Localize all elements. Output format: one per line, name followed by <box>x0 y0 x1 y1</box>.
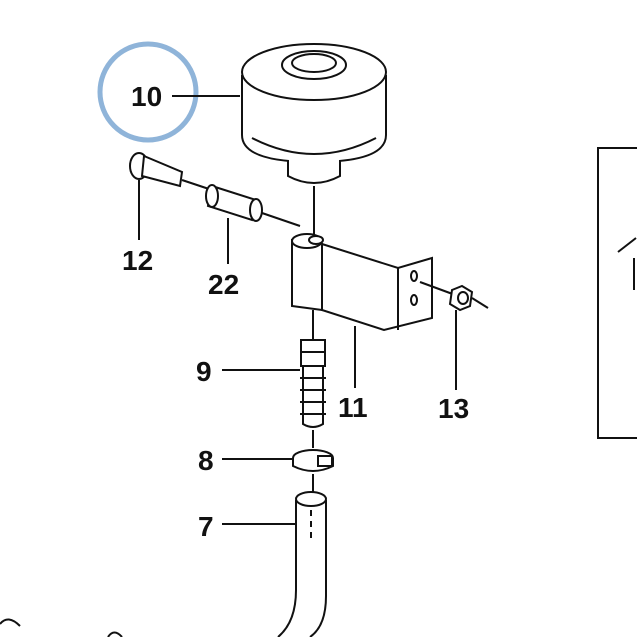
callout-12: 12 <box>122 245 153 276</box>
part-8-clamp[interactable] <box>292 449 334 494</box>
callout-7: 7 <box>198 511 214 542</box>
inset-frame <box>597 147 637 439</box>
part-10-filter[interactable] <box>241 43 387 235</box>
part-7-hose[interactable] <box>277 491 327 637</box>
part-13-nut[interactable] <box>448 284 489 312</box>
callout-9: 9 <box>196 356 212 387</box>
edge-fragment <box>0 618 21 627</box>
part-9-nipple[interactable] <box>300 339 326 448</box>
callout-13: 13 <box>438 393 469 424</box>
highlight-circle <box>97 41 199 143</box>
part-11-bracket[interactable] <box>291 233 459 332</box>
callout-8: 8 <box>198 445 214 476</box>
part-12-bolt[interactable] <box>129 152 213 191</box>
leader-lines <box>138 95 457 525</box>
callout-11: 11 <box>338 392 368 423</box>
callout-10: 10 <box>131 81 162 112</box>
part-22-spacer[interactable] <box>205 184 301 227</box>
edge-fragment <box>107 631 123 637</box>
callout-22: 22 <box>208 269 239 300</box>
